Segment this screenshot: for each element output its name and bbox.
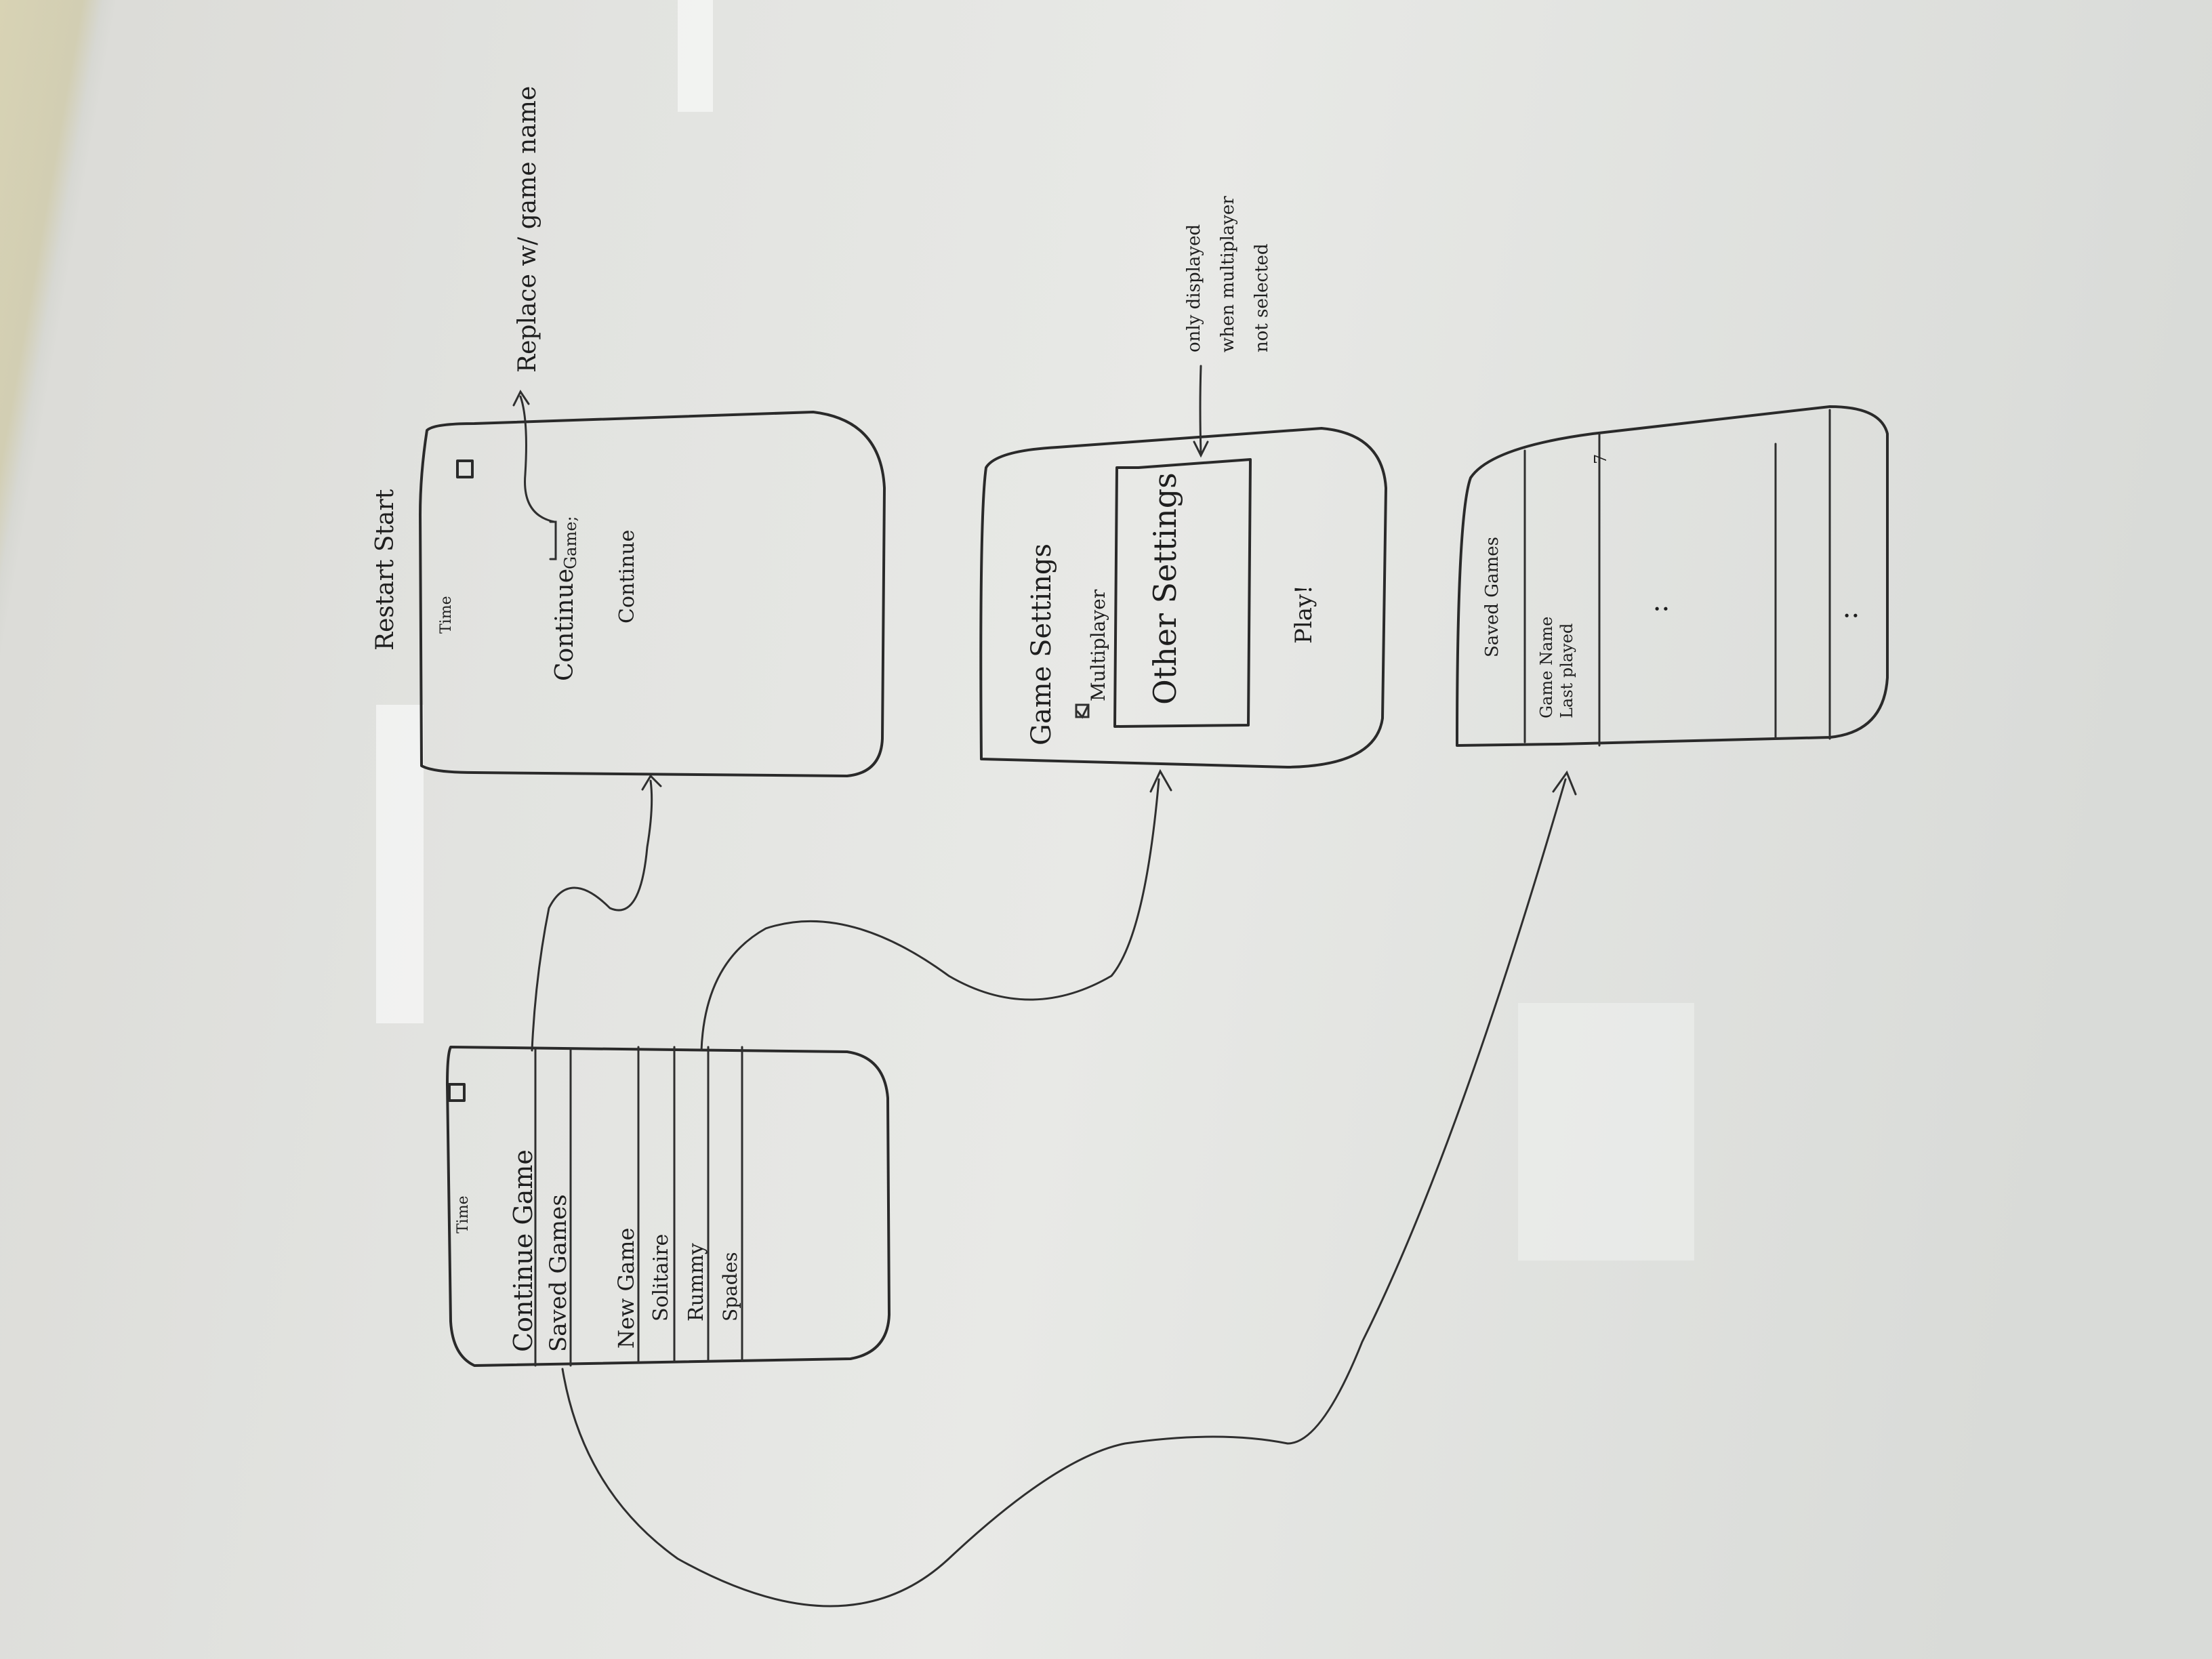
menu-new-game: New Game — [613, 1228, 639, 1349]
annotation-arrow-c — [1199, 365, 1202, 455]
frame-b-icon — [456, 459, 474, 478]
glare-window — [1518, 1003, 1694, 1261]
frame-d-row-name: Game Name — [1537, 617, 1556, 718]
other-settings-box — [1113, 458, 1252, 728]
connector-new-game — [700, 778, 1160, 1052]
frame-b-annotation: Replace w/ game name — [514, 86, 541, 373]
frame-c-annotation-3: not selected — [1252, 243, 1272, 352]
menu-continue-game: Continue Game — [508, 1149, 538, 1352]
frame-c-heading: Game Settings — [1026, 544, 1057, 745]
connector-continue — [531, 779, 653, 1052]
frame-d-ellipsis-1: : — [1643, 605, 1674, 613]
frame-b-continue-2: Continue — [615, 530, 639, 623]
flow-connectors — [531, 769, 1577, 1607]
annotation-arrow-b — [519, 395, 556, 523]
menu-spades: Spades — [719, 1252, 741, 1322]
frame-c-checkbox-label: Multiplayer — [1087, 589, 1109, 701]
frame-a-time: Time — [455, 1195, 472, 1233]
frame-d-row-marker: 7 — [1591, 454, 1610, 464]
frame-b-time: Time — [438, 596, 455, 634]
frame-restart-start: Restart Start Time Continue Game; Contin… — [371, 86, 886, 777]
frame-b-bracket — [549, 520, 557, 560]
menu-rummy: Rummy — [684, 1243, 708, 1322]
frame-b-bracket-text: Game; — [561, 516, 580, 569]
frame-d-ellipsis-2: : — [1832, 611, 1864, 620]
frame-main-menu: Time Continue Game Saved Games New Game … — [446, 1046, 890, 1367]
glare-left — [376, 705, 424, 1023]
frame-c-other-settings: Other Settings — [1147, 472, 1183, 705]
frame-b-heading: Restart Start — [371, 489, 399, 651]
frame-c-annotation-1: only displayed — [1184, 224, 1204, 352]
menu-saved-games: Saved Games — [545, 1194, 572, 1352]
glare-top — [678, 0, 713, 112]
connector-saved-games — [561, 778, 1567, 1607]
frame-c-play: Play! — [1290, 585, 1317, 644]
frame-d-heading: Saved Games — [1482, 537, 1502, 657]
menu-solitaire: Solitaire — [649, 1234, 673, 1322]
frame-game-settings: Game Settings Multiplayer Other Settings… — [979, 196, 1387, 769]
frame-c-annotation-2: when multiplayer — [1218, 196, 1238, 352]
frame-saved-games: Saved Games Game Name Last played 7 : : — [1456, 405, 1889, 747]
frame-b-continue-1: Continue — [551, 569, 579, 681]
app-icon — [448, 1083, 466, 1102]
frame-d-row-played: Last played — [1557, 623, 1576, 718]
